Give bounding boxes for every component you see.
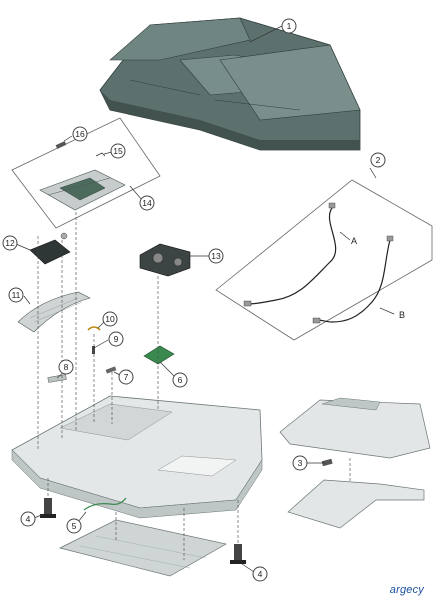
callout-9: 9 (108, 331, 124, 347)
cable-b (317, 239, 391, 323)
svg-text:5: 5 (72, 521, 77, 531)
callout-4-right: 4 (252, 566, 268, 582)
svg-text:4: 4 (258, 569, 263, 579)
svg-text:12: 12 (5, 238, 15, 248)
callout-16: 16 (72, 126, 88, 142)
cable-frame-2 (215, 179, 433, 341)
svg-text:1: 1 (287, 21, 292, 31)
callout-11: 11 (8, 287, 24, 303)
callout-4-left: 4 (20, 511, 36, 527)
callout-5: 5 (66, 518, 82, 534)
output-tray (287, 479, 425, 529)
separator-guide-11 (17, 291, 91, 333)
wire-5 (83, 497, 127, 511)
part-7 (105, 366, 117, 374)
clip-10 (87, 326, 101, 331)
callout-3: 3 (292, 455, 308, 471)
callout-1: 1 (281, 18, 297, 34)
svg-text:7: 7 (124, 372, 129, 382)
callout-10: 10 (102, 311, 118, 327)
svg-text:4: 4 (26, 514, 31, 524)
pin-9 (92, 346, 95, 354)
svg-text:14: 14 (142, 198, 152, 208)
sensor-board-6 (143, 345, 175, 365)
callout-15: 15 (110, 143, 126, 159)
svg-text:3: 3 (298, 458, 303, 468)
cable-label-b: B (399, 310, 405, 320)
cable-a (247, 207, 337, 305)
callout-7: 7 (118, 369, 134, 385)
bottom-cover (59, 519, 227, 577)
adf-base-tray (11, 395, 263, 519)
part-3 (321, 458, 333, 467)
svg-text:10: 10 (105, 314, 115, 324)
motor-assembly-13 (139, 243, 191, 277)
callout-12: 12 (2, 235, 18, 251)
svg-text:2: 2 (376, 155, 381, 165)
callout-13: 13 (208, 248, 224, 264)
clip-15 (95, 152, 106, 157)
svg-text:16: 16 (75, 129, 85, 139)
svg-text:15: 15 (113, 146, 123, 156)
cable-label-a: A (351, 236, 357, 246)
callout-6: 6 (172, 372, 188, 388)
svg-text:13: 13 (211, 251, 221, 261)
svg-text:6: 6 (178, 375, 183, 385)
callout-14: 14 (139, 195, 155, 211)
foot-right (230, 544, 246, 564)
part-8 (47, 374, 67, 383)
svg-text:9: 9 (114, 334, 119, 344)
input-tray (279, 397, 431, 459)
callout-2: 2 (370, 152, 386, 168)
spring-16 (55, 141, 67, 149)
svg-text:11: 11 (12, 290, 21, 300)
foot-left (40, 498, 56, 518)
callout-8: 8 (58, 359, 74, 375)
brand-watermark: argecy (389, 584, 424, 596)
adf-top-assembly (99, 17, 361, 151)
pick-roller-12 (29, 232, 71, 265)
pick-roller-cover (39, 169, 126, 211)
svg-text:8: 8 (64, 362, 69, 372)
